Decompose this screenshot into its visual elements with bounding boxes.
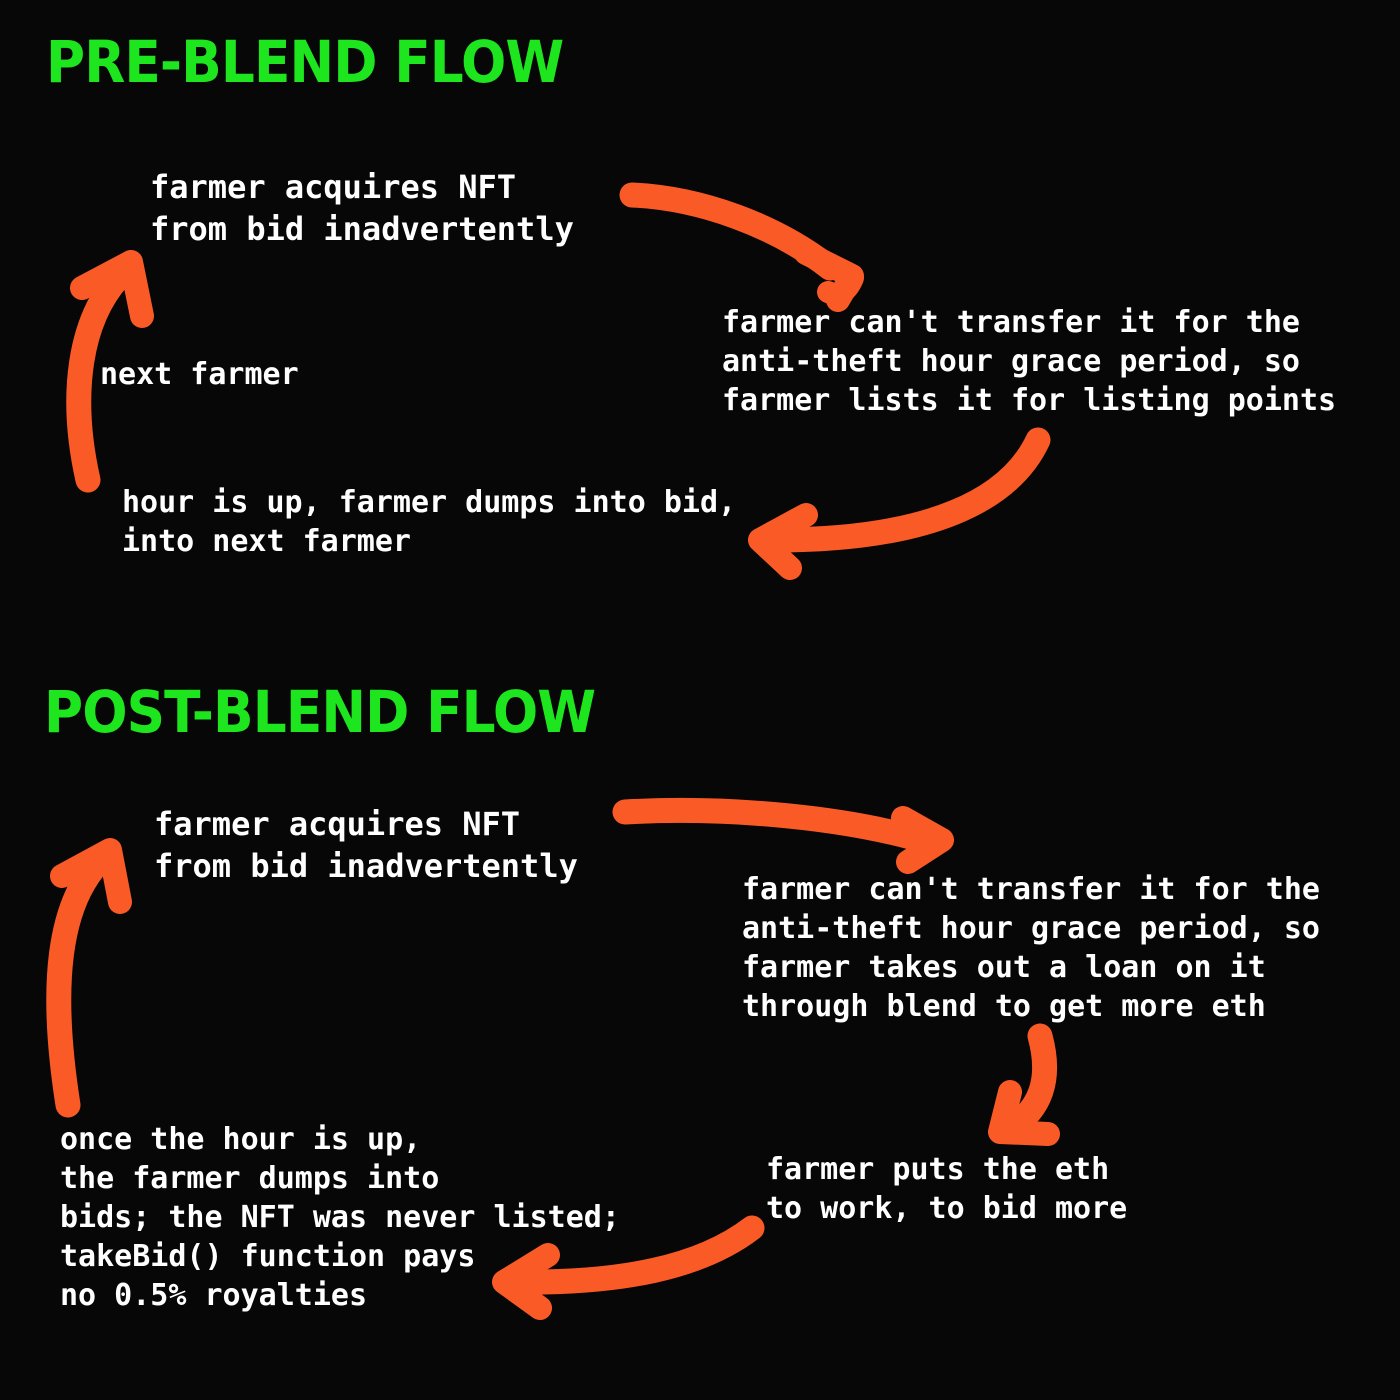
section-title-pre-blend: PRE-BLEND FLOW xyxy=(46,28,564,96)
pre-arrow-acquire-to-cant-icon xyxy=(619,182,864,312)
arrow-label-next-farmer: next farmer xyxy=(100,357,299,392)
section-title-post-blend: POST-BLEND FLOW xyxy=(44,678,596,746)
post-arrow-once-to-acquire-icon xyxy=(46,838,132,1118)
step-post-acquire: farmer acquires NFT from bid inadvertent… xyxy=(154,805,578,885)
step-pre-acquire: farmer acquires NFT from bid inadvertent… xyxy=(150,168,574,248)
step-pre-cant-transfer: farmer can't transfer it for the anti-th… xyxy=(722,305,1337,418)
pre-arrow-cant-to-hour-icon xyxy=(748,427,1051,580)
post-arrow-acquire-to-cant-icon xyxy=(612,797,954,874)
step-post-once-hour: once the hour is up, the farmer dumps in… xyxy=(60,1122,620,1313)
step-post-cant-transfer: farmer can't transfer it for the anti-th… xyxy=(742,872,1320,1024)
post-arrow-cant-to-puts-icon xyxy=(988,1023,1060,1146)
step-pre-hour-up: hour is up, farmer dumps into bid, into … xyxy=(122,485,737,559)
step-post-puts-eth: farmer puts the eth to work, to bid more xyxy=(766,1152,1128,1226)
